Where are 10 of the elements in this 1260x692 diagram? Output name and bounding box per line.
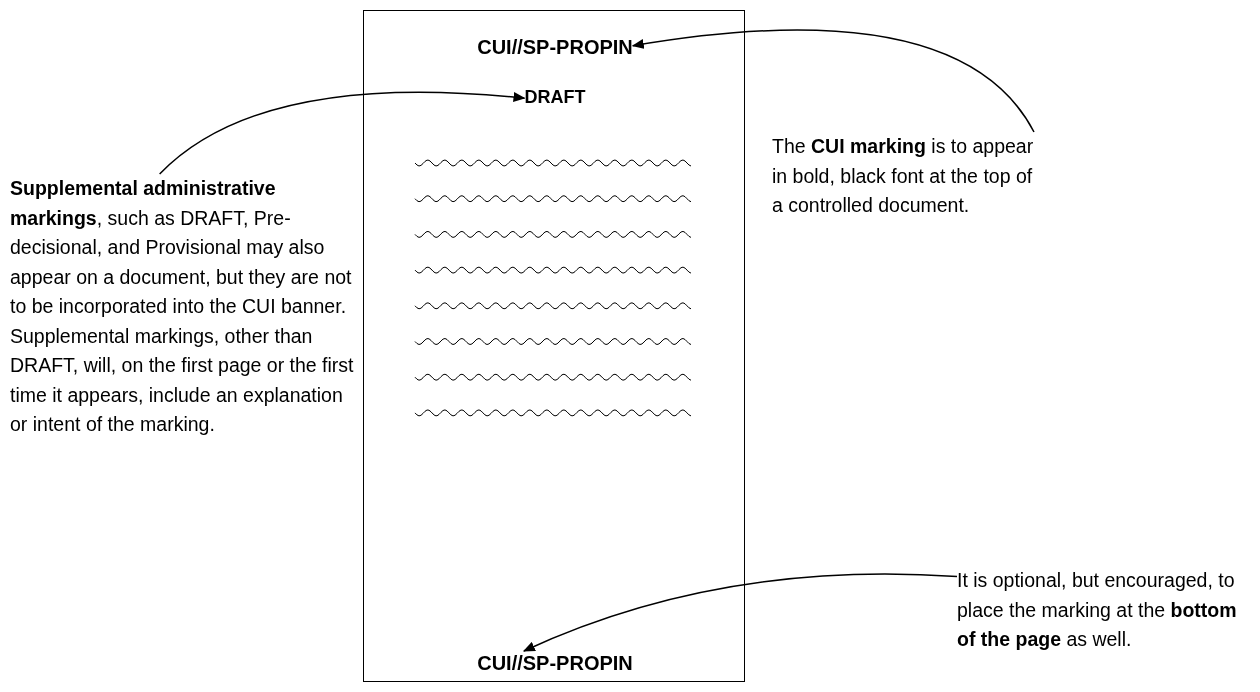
annotation-text: The CUI marking is to appear in bold, black font at the top of a controlled document. [772, 132, 1034, 221]
arrow [522, 573, 958, 652]
arrow [631, 29, 1035, 133]
annotation-text: It is optional, but encouraged, to place the marking at the bottom of the page as well. [957, 566, 1257, 655]
marking-text: DRAFT [524, 85, 586, 109]
document-page [363, 10, 745, 682]
marking-text: CUI//SP-PROPIN [477, 35, 633, 59]
marking-text: CUI//SP-PROPIN [477, 651, 633, 675]
annotation-text: Supplemental administrative markings, such as DRAFT, Pre-decisional, and Provisional may also appear on a document, but they are not to be incorporated into the CUI banner. Supplemental markings, other than DRAFT, will, on the first page or the first time it appears, include an explanation or intent of the marking. [10, 174, 358, 440]
arrow [158, 91, 526, 175]
